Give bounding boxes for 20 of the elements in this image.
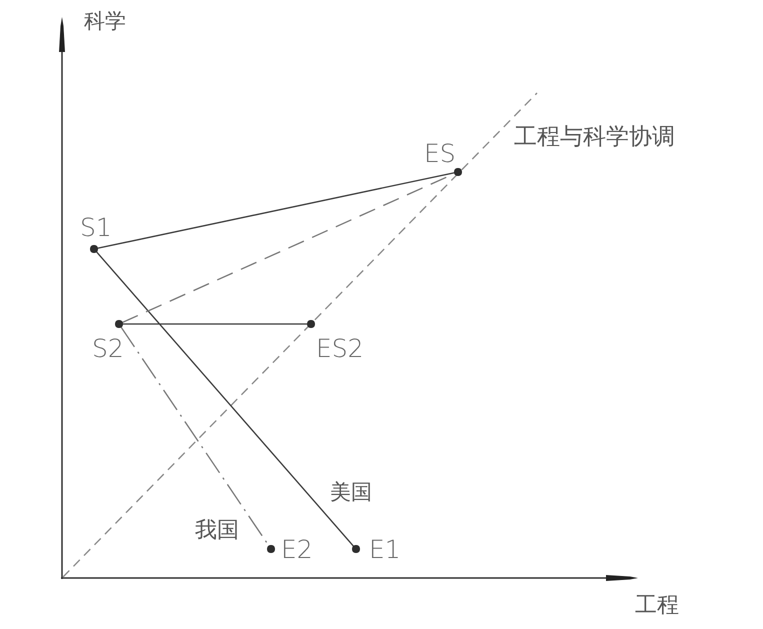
point-marker <box>90 245 98 253</box>
edge-label: 我国 <box>195 520 239 542</box>
point-label: E1 <box>369 537 401 562</box>
axis-label: 工程 <box>635 595 679 617</box>
point-label: E2 <box>281 537 313 562</box>
connector-line <box>97 172 455 249</box>
point-marker <box>307 320 315 328</box>
edge-label: 美国 <box>330 482 372 503</box>
point-label: S2 <box>92 336 124 361</box>
point-label: ES <box>424 141 456 166</box>
point-marker <box>352 545 360 553</box>
connector-line <box>122 323 308 325</box>
point-label: ES2 <box>316 336 364 361</box>
point-marker <box>115 320 123 328</box>
connector-line <box>96 251 354 547</box>
line-label: 工程与科学协调 <box>514 126 675 149</box>
point-label: S1 <box>80 215 112 240</box>
point-marker <box>267 545 275 553</box>
point-marker <box>454 168 462 176</box>
axis-label: 科学 <box>84 11 126 32</box>
